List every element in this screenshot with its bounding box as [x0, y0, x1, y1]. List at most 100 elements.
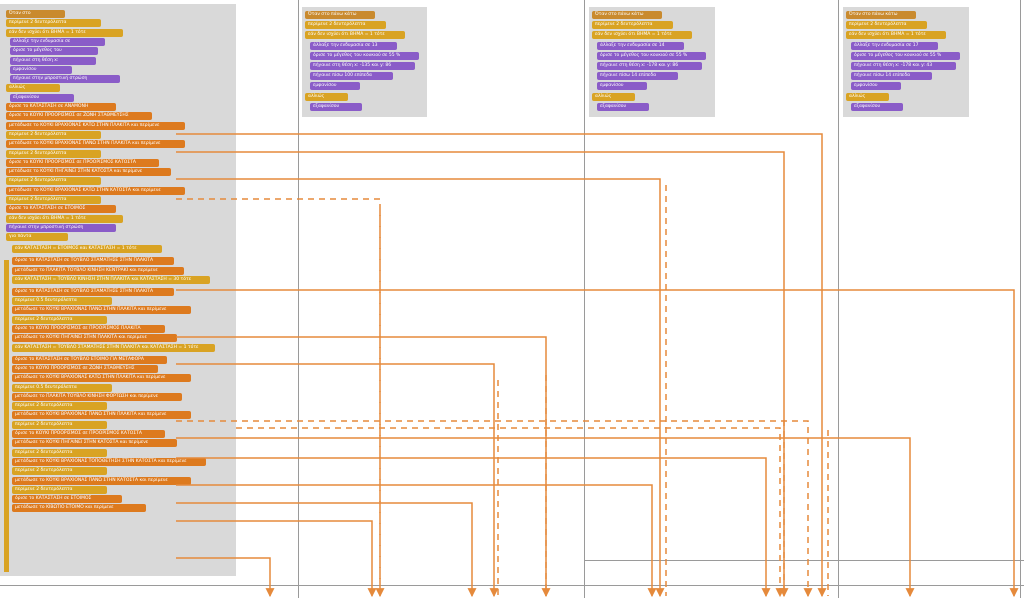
forever-loop-bar	[4, 260, 9, 572]
script-block-control[interactable]: περίμενε 2 δευτερόλεπτα	[12, 448, 108, 457]
script-block-control[interactable]: περίμενε 2 δευτερόλεπτα	[6, 130, 102, 139]
script-block-control[interactable]: εάν δεν ισχύει ότι ΒΗΜΑ = 1 τότε	[6, 28, 123, 37]
script-block-control[interactable]: εάν δεν ισχύει ότι ΒΗΜΑ = 1 τότε	[305, 31, 406, 40]
script-block-data[interactable]: όρισε το ΚΟΥΚΙ ΠΡΟΟΡΙΣΜΟΣ σε ΖΩΝΗ ΣΤΑΘΜΕ…	[6, 112, 152, 121]
script-block-looks[interactable]: άλλαξε την ενδυμασία σε	[10, 37, 106, 46]
script-block-data[interactable]: μετάδωσε το ΠΛΑΚΙΤΑ ΤΟΥΒΛΟ ΚΙΝΗΣΗ ΚΕΝΤΡΑ…	[12, 266, 184, 275]
script-block-data[interactable]: μετάδωσε το ΚΟΥΚΙ ΒΡΑΧΙΟΝΑΣ ΠΑΝΩ ΣΤΗΝ ΠΛ…	[12, 411, 192, 420]
script-block-control[interactable]: περίμενε 2 δευτερόλεπτα	[12, 420, 108, 429]
script-block-control[interactable]: περίμενε 2 δευτερόλεπτα	[6, 149, 102, 158]
row-divider	[0, 585, 1024, 586]
script-block-events[interactable]: Όταν στο	[6, 10, 66, 18]
script-block-looks[interactable]: εμφανίσου	[310, 82, 360, 91]
script-block-looks[interactable]: εξαφανίσου	[851, 102, 903, 111]
script-block-control[interactable]: περίμενε 2 δευτερόλεπτα	[592, 21, 673, 30]
script-block-looks[interactable]: εμφανίσου	[851, 82, 901, 91]
script-block-data[interactable]: μετάδωσε το ΚΟΥΚΙ ΒΡΑΧΙΟΝΑΣ ΠΑΝΩ ΣΤΗΝ ΠΛ…	[12, 306, 192, 315]
script-block-control[interactable]: εάν ΚΑΤΑΣΤΑΣΗ = ΤΟΥΒΛΟ ΚΙΝΗΣΗ ΣΤΗΝ ΠΛΑΚΙ…	[12, 275, 211, 284]
script-block-looks[interactable]: εμφανίσου	[10, 65, 72, 74]
script-block-control[interactable]: περίμενε 0.5 δευτερόλεπτα	[12, 383, 112, 392]
broadcast-arrow	[236, 427, 785, 598]
script-block-looks[interactable]: πήγαινε στη θέση x: -178 και y: 86	[597, 62, 702, 70]
script-block-data[interactable]: όρισε το ΚΑΤΑΣΤΑΣΗ σε ΕΤΟΙΜΟΣ	[6, 205, 116, 214]
script-block-control[interactable]: αλλιώς	[305, 92, 349, 101]
script-block-data[interactable]: μετάδωσε το ΚΟΥΚΙ ΠΗΓΑΙΝΕΙ ΣΤΗΝ ΚΑΤΟΣΤΑ …	[6, 168, 171, 177]
script-block-looks[interactable]: όρισε το μέγεθος του	[10, 47, 98, 56]
script-block-control[interactable]: περίμενε 2 δευτερόλεπτα	[846, 21, 927, 30]
script-block-data[interactable]: μετάδωσε το ΚΟΥΚΙ ΒΡΑΧΙΟΝΑΣ ΚΑΤΩ ΣΤΗΝ ΚΑ…	[6, 186, 186, 195]
script-block-control[interactable]: εάν δεν ισχύει ότι ΒΗΜΑ = 1 τότε	[846, 31, 947, 40]
script-block-control[interactable]: αλλιώς	[6, 84, 61, 93]
script-block-looks[interactable]: εξαφανίσου	[597, 102, 649, 111]
script-block-control[interactable]: περίμενε 2 δευτερόλεπτα	[6, 177, 102, 186]
script-block-control[interactable]: για πάντα	[6, 233, 68, 242]
script-block-looks[interactable]: πήγαινε στην μπροστινή στρώση	[6, 223, 116, 232]
script-block-control[interactable]: περίμενε 2 δευτερόλεπτα	[12, 467, 108, 476]
script-block-looks[interactable]: άλλαξε την ενδυμασία σε 14	[597, 41, 685, 50]
script-block-data[interactable]: μετάδωσε το ΚΙΒΩΤΙΟ ΕΤΟΙΜΟ και περίμενε	[12, 504, 146, 513]
script-block-data[interactable]: μετάδωσε το ΚΟΥΚΙ ΒΡΑΧΙΟΝΑΣ ΠΑΝΩ ΣΤΗΝ ΠΛ…	[6, 140, 186, 149]
script-block-control[interactable]: εάν δεν ισχύει ότι ΒΗΜΑ = 1 τότε	[6, 214, 123, 223]
script-block-data[interactable]: όρισε το ΚΑΤΑΣΤΑΣΗ σε ΤΟΥΒΛΟ ΣΤΑΜΑΤΗΣΕ Σ…	[12, 257, 175, 266]
script-block-looks[interactable]: εξαφανίσου	[310, 102, 362, 111]
script-block-control[interactable]: αλλιώς	[592, 92, 636, 101]
broadcast-arrow	[176, 502, 477, 598]
script-block-data[interactable]: όρισε το ΚΟΥΚΙ ΠΡΟΟΡΙΣΜΟΣ σε ΠΡΟΟΡΙΣΜΟΣ …	[12, 325, 165, 333]
script-block-data[interactable]: μετάδωσε το ΠΛΑΚΙΤΑ ΤΟΥΒΛΟ ΚΙΝΗΣΗ ΦΟΡΤΩΣ…	[12, 392, 182, 401]
script-block-control[interactable]: εάν ΚΑΤΑΣΤΑΣΗ = ΕΤΟΙΜΟΣ και ΚΑΤΑΣΤΑΣΗ = …	[12, 245, 163, 254]
script-block-looks[interactable]: όρισε το μέγεθος του κουκιού σε 55 %	[310, 51, 420, 60]
script-block-data[interactable]: μετάδωσε το ΚΟΥΚΙ ΠΗΓΑΙΝΕΙ ΣΤΗΝ ΠΛΑΚΙΤΑ …	[12, 334, 177, 343]
broadcast-arrow	[176, 484, 657, 598]
column-divider	[584, 0, 585, 598]
script-block-looks[interactable]: πήγαινε στη θέση x:	[10, 56, 96, 65]
script-block-looks[interactable]: πήγαινε πίσω 14 επίπεδα	[851, 72, 932, 81]
script-block-control[interactable]: περίμενε 2 δευτερόλεπτα	[6, 19, 102, 28]
script-block-events[interactable]: Όταν στο πάνω κάτω	[305, 11, 375, 19]
script-block-looks[interactable]: όρισε το μέγεθος του κουκιού σε 55 %	[851, 51, 961, 60]
script-block-control[interactable]: περίμενε 2 δευτερόλεπτα	[305, 21, 386, 30]
script-block-data[interactable]: όρισε το ΚΑΤΑΣΤΑΣΗ σε ΤΟΥΒΛΟ ΕΤΟΙΜΟ ΓΙΑ …	[12, 355, 168, 364]
script-block-looks[interactable]: άλλαξε την ενδυμασία σε 17	[851, 41, 939, 50]
script-block-data[interactable]: όρισε το ΚΟΥΚΙ ΠΡΟΟΡΙΣΜΟΣ σε ΠΡΟΟΡΙΣΜΟΣ …	[12, 430, 165, 438]
broadcast-arrow	[176, 178, 665, 598]
script-block-looks[interactable]: πήγαινε στη θέση x: -135 και y: 86	[310, 62, 415, 70]
script-block-looks[interactable]: άλλαξε την ενδυμασία σε 13	[310, 41, 398, 50]
sprite-script-panel: Όταν στο πάνω κάτω περίμενε 2 δευτερόλεπτ…	[589, 7, 715, 117]
broadcast-arrow	[176, 437, 915, 598]
broadcast-arrow	[176, 336, 551, 598]
script-block-looks[interactable]: πήγαινε πίσω 14 επίπεδα	[597, 72, 678, 81]
broadcast-arrow	[176, 289, 1019, 598]
script-block-looks[interactable]: πήγαινε στην μπροστινή στρώση	[10, 75, 120, 84]
broadcast-arrow	[176, 133, 827, 598]
script-block-data[interactable]: όρισε το ΚΑΤΑΣΤΑΣΗ σε ΤΟΥΒΛΟ ΣΤΑΜΑΤΗΣΕ Σ…	[12, 287, 175, 296]
script-block-control[interactable]: περίμενε 2 δευτερόλεπτα	[12, 485, 108, 494]
script-block-data[interactable]: όρισε το ΚΟΥΚΙ ΠΡΟΟΡΙΣΜΟΣ σε ΖΩΝΗ ΣΤΑΘΜΕ…	[12, 364, 158, 373]
script-block-data[interactable]: όρισε το ΚΑΤΑΣΤΑΣΗ σε ΑΝΑΜΟΝΗ	[6, 103, 116, 111]
script-block-data[interactable]: μετάδωσε το ΚΟΥΚΙ ΒΡΑΧΙΟΝΑΣ ΚΑΤΩ ΣΤΗΝ ΠΛ…	[12, 374, 192, 383]
script-block-looks[interactable]: πήγαινε στη θέση x: -178 και y: 43	[851, 62, 956, 70]
script-block-data[interactable]: όρισε το ΚΟΥΚΙ ΠΡΟΟΡΙΣΜΟΣ σε ΠΡΟΟΡΙΣΜΟΣ …	[6, 158, 159, 167]
broadcast-arrow	[176, 198, 385, 598]
script-block-control[interactable]: εάν ΚΑΤΑΣΤΑΣΗ = ΤΟΥΒΛΟ ΣΤΑΜΑΤΗΣΕ ΣΤΗΝ ΠΛ…	[12, 343, 216, 352]
script-block-control[interactable]: εάν δεν ισχύει ότι ΒΗΜΑ = 1 τότε	[592, 31, 693, 40]
script-block-data[interactable]: μετάδωσε το ΚΟΥΚΙ ΠΗΓΑΙΝΕΙ ΣΤΗΝ ΚΑΤΟΣΤΑ …	[12, 439, 177, 448]
broadcast-arrow	[176, 520, 377, 598]
script-block-events[interactable]: Όταν στο πάνω κάτω	[592, 11, 662, 19]
script-block-data[interactable]: μετάδωσε το ΚΟΥΚΙ ΒΡΑΧΙΟΝΑΣ ΠΑΝΩ ΣΤΗΝ ΚΑ…	[12, 476, 192, 485]
script-block-looks[interactable]: εμφανίσου	[597, 82, 647, 91]
column-divider	[1020, 0, 1021, 598]
script-block-looks[interactable]: εξαφανίσου	[10, 93, 74, 102]
script-block-control[interactable]: περίμενε 2 δευτερόλεπτα	[6, 196, 102, 204]
script-block-looks[interactable]: όρισε το μέγεθος του κουκιού σε 55 %	[597, 51, 707, 60]
script-block-control[interactable]: αλλιώς	[846, 92, 890, 101]
broadcast-arrow	[176, 363, 499, 598]
broadcast-arrow	[176, 420, 813, 598]
script-block-data[interactable]: όρισε το ΚΑΤΑΣΤΑΣΗ σε ΕΤΟΙΜΟΣ	[12, 495, 122, 504]
script-block-data[interactable]: μετάδωσε το ΚΟΥΚΙ ΒΡΑΧΙΟΝΑΣ ΤΟΠΟΘΕΤΗΣΗ Σ…	[12, 457, 206, 466]
script-block-control[interactable]: περίμενε 2 δευτερόλεπτα	[12, 315, 108, 324]
script-block-events[interactable]: Όταν στο πάνω κάτω	[846, 11, 916, 19]
script-block-control[interactable]: περίμενε 0.5 δευτερόλεπτα	[12, 297, 112, 306]
script-block-looks[interactable]: πήγαινε πίσω 100 επίπεδα	[310, 72, 393, 81]
script-block-data[interactable]: μετάδωσε το ΚΟΥΚΙ ΒΡΑΧΙΟΝΑΣ ΚΑΤΩ ΣΤΗΝ ΠΛ…	[6, 121, 186, 130]
script-block-control[interactable]: περίμενε 2 δευτερόλεπτα	[12, 402, 108, 411]
